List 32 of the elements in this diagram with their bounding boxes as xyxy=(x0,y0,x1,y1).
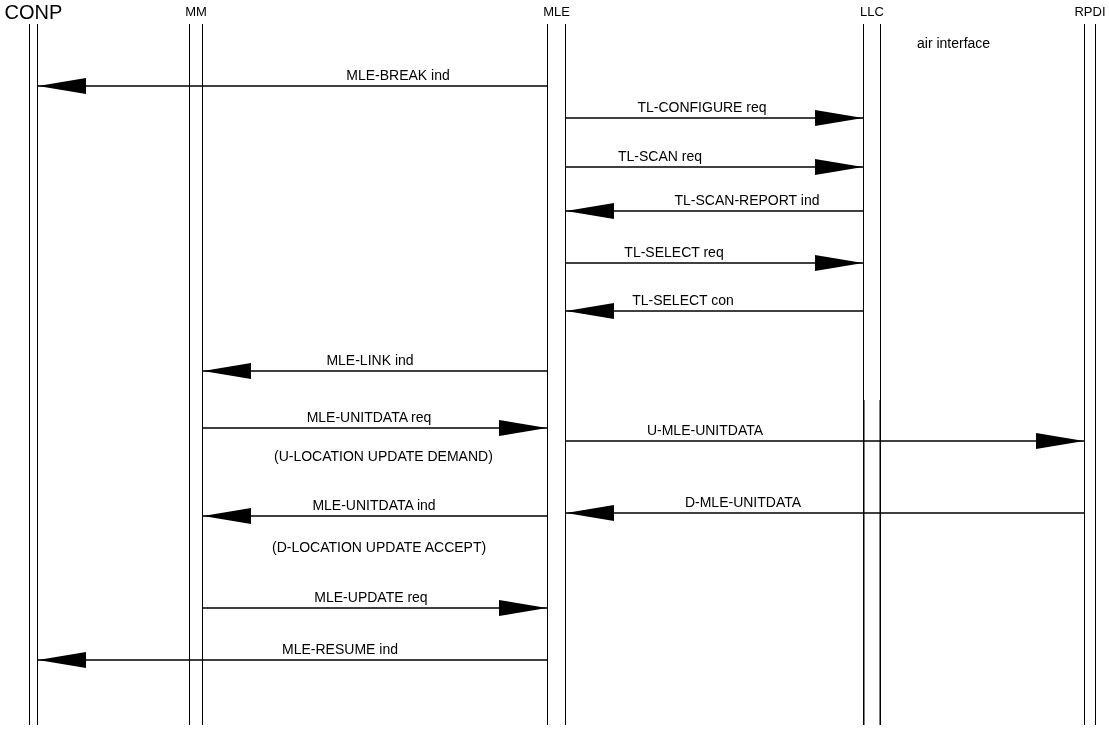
lifeline-label: CONP xyxy=(4,2,63,22)
message-note: (U-LOCATION UPDATE DEMAND) xyxy=(274,448,493,464)
message-arrow xyxy=(37,78,548,94)
edge-label: MLE-UNITDATA req xyxy=(304,409,434,425)
edge-label: MLE-LINK ind xyxy=(324,352,416,368)
message-arrow xyxy=(565,303,864,319)
lifeline-label: MLE xyxy=(543,4,570,20)
edge-label: TL-SCAN-REPORT ind xyxy=(672,192,822,208)
message-arrow xyxy=(565,505,1085,521)
edge-label: TL-SELECT req xyxy=(622,244,726,260)
message-arrow xyxy=(202,508,548,524)
lifeline-label: LLC xyxy=(860,4,884,20)
edge-label: MLE-UNITDATA ind xyxy=(310,497,438,513)
message-note: (D-LOCATION UPDATE ACCEPT) xyxy=(272,539,487,555)
edge-label: MLE-UPDATE req xyxy=(312,589,430,605)
message-arrow xyxy=(37,652,548,668)
message-arrow xyxy=(565,433,1085,449)
edge-label: TL-SCAN req xyxy=(616,148,704,164)
message-arrow xyxy=(565,203,864,219)
message-arrow xyxy=(565,255,864,271)
interface-note: air interface xyxy=(917,35,991,51)
message-arrow xyxy=(202,600,548,616)
edge-label: MLE-RESUME ind xyxy=(280,641,400,657)
message-arrow xyxy=(202,363,548,379)
lifeline-label: RPDI xyxy=(1074,4,1106,20)
lifeline-label: MM xyxy=(185,4,207,20)
message-arrow xyxy=(565,159,864,175)
edge-label: TL-CONFIGURE req xyxy=(635,99,769,115)
message-arrow xyxy=(565,110,864,126)
edge-label: TL-SELECT con xyxy=(630,292,736,308)
message-arrow xyxy=(202,420,548,436)
edge-label: MLE-BREAK ind xyxy=(344,67,452,83)
